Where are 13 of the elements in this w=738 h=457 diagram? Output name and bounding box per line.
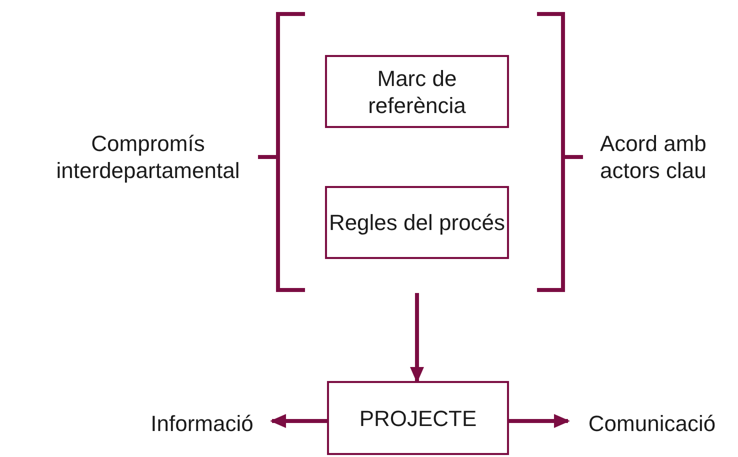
arrow <box>509 414 570 428</box>
project-box <box>327 381 509 455</box>
process-box <box>325 55 509 128</box>
box-label: PROJECTE <box>359 404 477 432</box>
box-label: Marc de referència <box>367 64 467 118</box>
arrow <box>410 293 424 383</box>
output-label: Informació <box>150 410 254 436</box>
box-label: Regles del procés <box>328 209 506 236</box>
arrow <box>270 414 327 428</box>
output-label: Comunicació <box>588 410 716 436</box>
side-note: Compromís interdepartamental <box>55 130 241 184</box>
process-box <box>325 186 509 259</box>
side-note: Acord amb actors clau <box>600 130 708 184</box>
